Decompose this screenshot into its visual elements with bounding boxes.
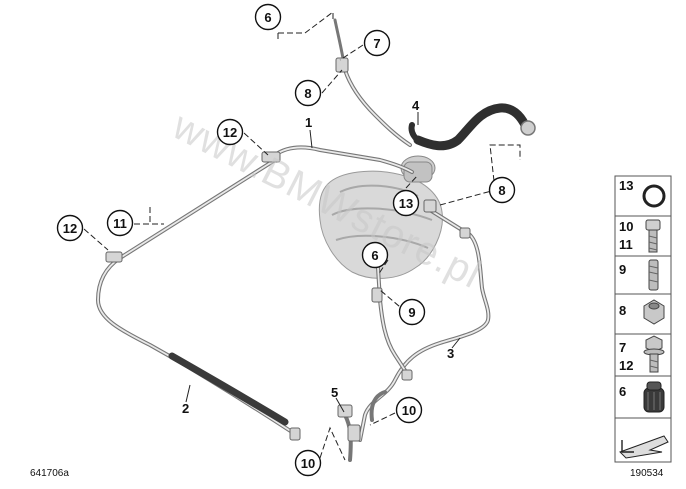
- callout-7[interactable]: 7: [363, 29, 391, 57]
- svg-text:11: 11: [113, 216, 127, 231]
- label-2[interactable]: 2: [182, 401, 189, 416]
- legend-row-10-11[interactable]: 10 11: [619, 219, 661, 253]
- legend-row-9[interactable]: 9: [619, 259, 659, 291]
- direction-arrow-icon: [619, 435, 669, 459]
- svg-text:7: 7: [373, 36, 380, 51]
- svg-text:9: 9: [408, 305, 415, 320]
- label-3[interactable]: 3: [447, 346, 454, 361]
- callout-11[interactable]: 11: [106, 209, 134, 237]
- svg-text:6: 6: [619, 384, 626, 399]
- svg-text:10: 10: [619, 219, 633, 234]
- flange-bolt-icon: [643, 335, 665, 373]
- refrigerant-lines: [96, 18, 536, 462]
- stud-bolt-icon: [648, 259, 659, 291]
- callout-8-top[interactable]: 8: [294, 79, 322, 107]
- label-1[interactable]: 1: [305, 115, 312, 130]
- svg-text:8: 8: [498, 183, 505, 198]
- label-lines: [185, 112, 461, 413]
- o-ring-icon: [642, 184, 666, 208]
- legend-row-8[interactable]: 8: [619, 299, 665, 325]
- pipe-4: [343, 68, 412, 147]
- svg-text:13: 13: [399, 196, 413, 211]
- label-4[interactable]: 4: [412, 98, 420, 113]
- callout-12-b[interactable]: 12: [56, 214, 84, 242]
- legend-row-13[interactable]: 13: [619, 178, 666, 208]
- svg-text:9: 9: [619, 262, 626, 277]
- callout-10-a[interactable]: 10: [395, 396, 423, 424]
- callout-12-a[interactable]: 12: [216, 118, 244, 146]
- parts-legend: 13 10 11 9: [614, 175, 672, 463]
- label-5[interactable]: 5: [331, 385, 338, 400]
- hex-nut-icon: [643, 299, 665, 325]
- legend-row-arrow[interactable]: [619, 435, 669, 459]
- hose-4: [413, 103, 530, 151]
- callout-8-right[interactable]: 8: [488, 176, 516, 204]
- legend-row-7-12[interactable]: 7 12: [619, 335, 665, 373]
- hose-2: [168, 352, 289, 426]
- callout-10-b[interactable]: 10: [294, 449, 322, 477]
- svg-text:8: 8: [619, 303, 626, 318]
- callout-13[interactable]: 13: [392, 189, 420, 217]
- callout-9[interactable]: 9: [398, 298, 426, 326]
- diagram-code-right: 190534: [630, 468, 664, 479]
- svg-text:10: 10: [402, 403, 416, 418]
- svg-text:11: 11: [619, 237, 633, 252]
- svg-text:12: 12: [63, 221, 77, 236]
- svg-text:6: 6: [264, 10, 271, 25]
- pipe-2: [96, 158, 294, 434]
- svg-text:12: 12: [223, 125, 237, 140]
- diagram-code-left: 641706a: [30, 468, 69, 479]
- legend-row-6[interactable]: 6: [619, 381, 665, 413]
- hex-socket-bolt-icon: [645, 219, 661, 253]
- leader-lines: [83, 11, 521, 461]
- svg-text:7: 7: [619, 340, 626, 355]
- svg-text:12: 12: [619, 358, 633, 373]
- fittings: [105, 57, 471, 442]
- callout-6-mid[interactable]: 6: [361, 241, 389, 269]
- svg-text:8: 8: [304, 86, 311, 101]
- protective-cap-icon: [643, 381, 665, 413]
- svg-text:10: 10: [301, 456, 315, 471]
- svg-text:13: 13: [619, 178, 633, 193]
- svg-text:6: 6: [371, 248, 378, 263]
- callout-6-top[interactable]: 6: [254, 3, 282, 31]
